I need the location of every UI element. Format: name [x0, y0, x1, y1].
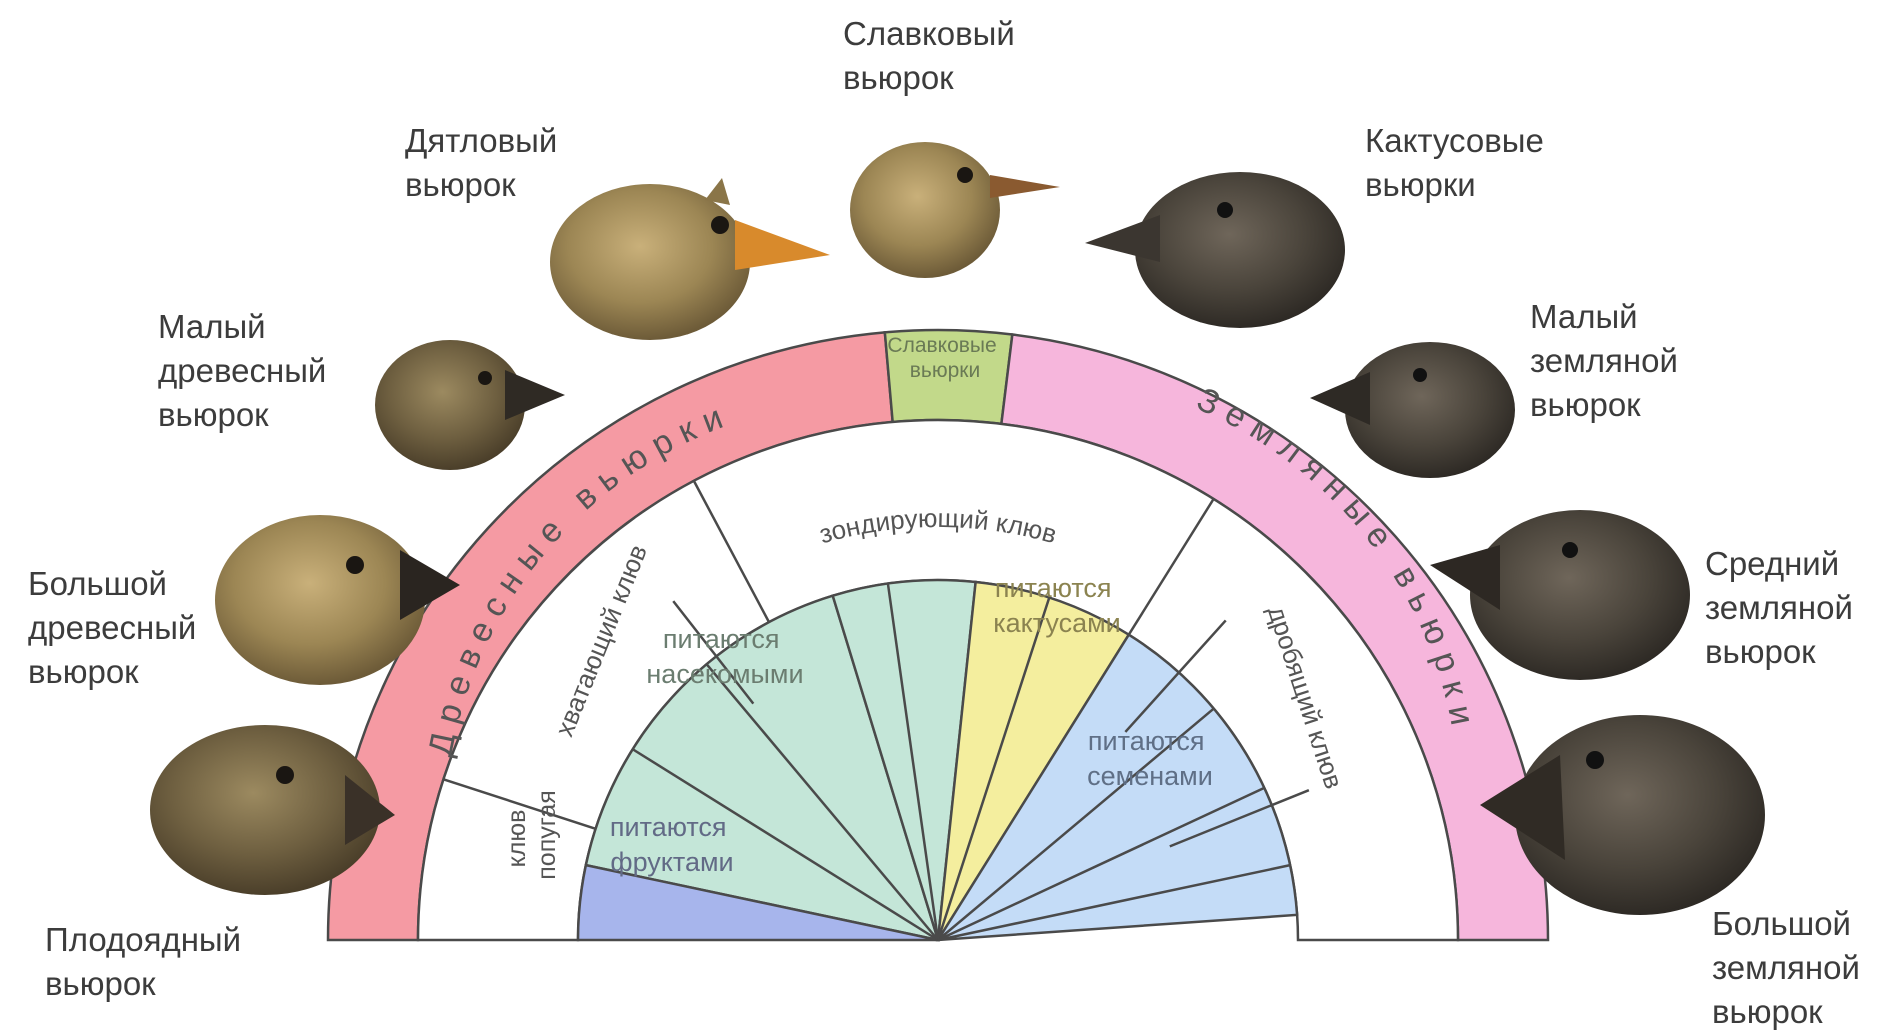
label-dyatlovyi: Дятловый вьюрок — [405, 119, 557, 207]
bird-photo-slavkovyi — [850, 142, 1060, 278]
bird-photo-malyi-drevesnyi — [375, 340, 565, 470]
label-srednii-zemlyanoi: Средний земляной вьюрок — [1705, 542, 1853, 674]
label-malyi-drevesnyi: Малый древесный вьюрок — [158, 305, 326, 437]
label-malyi-zemlyanoi: Малый земляной вьюрок — [1530, 295, 1678, 427]
bird-photo-malyi-zemlyanoi — [1310, 342, 1515, 478]
bird-photo-dyatlovyi — [550, 178, 830, 340]
label-slavkovyi: Славковый вьюрок — [843, 12, 1015, 100]
label-kaktusovye: Кактусовые вьюрки — [1365, 119, 1544, 207]
label-plodoyadnyi: Плодоядный вьюрок — [45, 918, 241, 1006]
label-bolshoi-zemlyanoi: Большой земляной вьюрок — [1712, 902, 1860, 1034]
bird-photo-kaktusovye — [1085, 172, 1345, 328]
label-bolshoi-drevesnyi: Большой древесный вьюрок — [28, 562, 196, 694]
